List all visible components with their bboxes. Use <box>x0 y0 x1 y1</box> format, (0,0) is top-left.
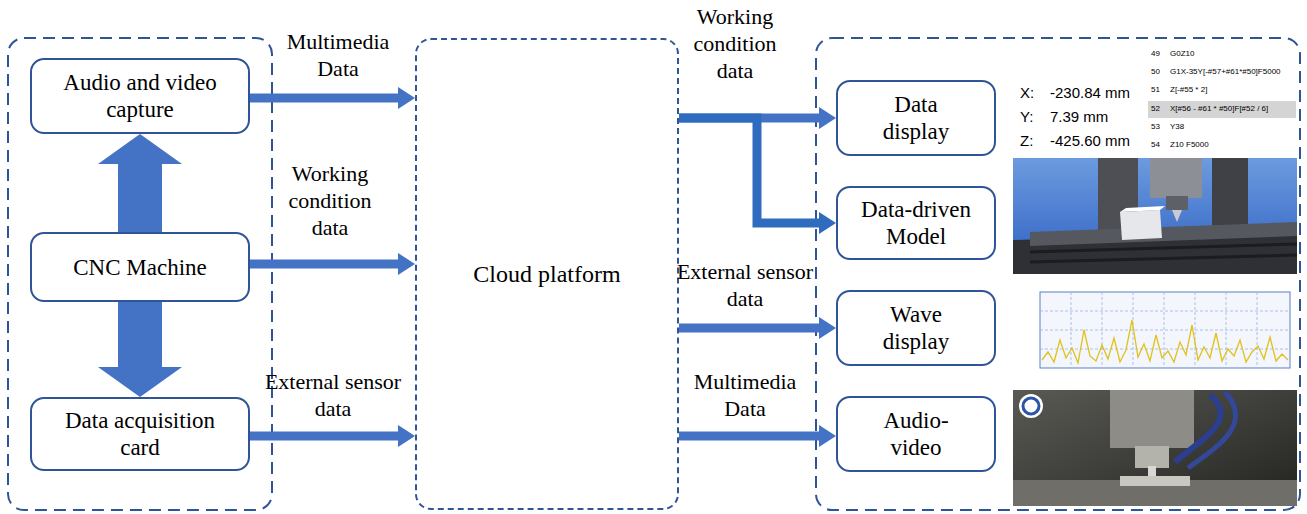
box-label: Data acquisition card <box>45 407 235 461</box>
platform-region: Cloud platform <box>415 38 679 510</box>
box-label: CNC Machine <box>73 254 207 281</box>
connector-shaft <box>679 118 820 223</box>
connector-shaft <box>250 432 399 441</box>
arrow-head <box>819 107 836 129</box>
box-label: Cloud platform <box>473 260 620 288</box>
readout-text: Y: <box>1020 108 1033 126</box>
connector <box>679 425 836 447</box>
connector-shaft <box>118 302 162 368</box>
gcode-text: 53 <box>1151 122 1160 132</box>
process-box: Audio-video <box>836 396 996 472</box>
gcode-text: 52 <box>1151 104 1160 114</box>
machine-model <box>1013 158 1297 274</box>
process-box: Audio and video capture <box>30 58 250 134</box>
arrow-head <box>98 367 182 397</box>
arrow-head <box>398 425 415 447</box>
gcode-text: 54 <box>1151 140 1160 150</box>
readout-text: 7.39 mm <box>1050 108 1108 126</box>
readout-text: Z: <box>1020 132 1033 150</box>
connector <box>250 87 415 109</box>
connector <box>98 302 182 397</box>
connector <box>679 118 836 234</box>
arrow-head <box>819 425 836 447</box>
edge-label: Working condition data <box>676 3 794 84</box>
gcode-text: G0Z10 <box>1170 49 1194 59</box>
connector <box>679 317 836 339</box>
gcode-text: 50 <box>1151 67 1160 77</box>
gcode-text: X[#56 - #61 * #50]F[#52 / 6] <box>1170 104 1268 114</box>
gcode-text: G1X-35Y[-#57+#61*#50]F5000 <box>1170 67 1281 77</box>
gcode-text: Z10 F5000 <box>1170 140 1209 150</box>
arrow-head <box>398 253 415 275</box>
gcode-text: Z[-#55 * 2] <box>1170 85 1207 95</box>
gcode-text: Y38 <box>1170 122 1184 132</box>
connector <box>250 425 415 447</box>
readout-text: X: <box>1020 84 1034 102</box>
edge-label: Multimedia Data <box>274 28 402 82</box>
arrow-head <box>819 212 836 234</box>
wave-chart <box>1013 285 1297 387</box>
box-label: Audio and video capture <box>45 69 235 123</box>
box-label: Data-driven Model <box>859 196 973 250</box>
connector-shaft <box>118 163 162 232</box>
arrow-head <box>98 134 182 164</box>
machine-photo <box>1013 390 1297 506</box>
box-label: Wave display <box>859 301 973 355</box>
connector-shaft <box>679 324 820 333</box>
readout-text: -425.60 mm <box>1050 132 1130 150</box>
edge-label: Multimedia Data <box>681 368 809 422</box>
edge-label: External sensor data <box>675 258 815 312</box>
process-box: Data-driven Model <box>836 186 996 260</box>
connector <box>98 134 182 232</box>
connector-shaft <box>250 260 399 269</box>
gcode-text: 51 <box>1151 85 1160 95</box>
gcode-text: 49 <box>1151 49 1160 59</box>
process-box: Data acquisition card <box>30 397 250 471</box>
box-label: Data display <box>859 91 973 145</box>
connector-shaft <box>679 432 820 441</box>
process-box: Wave display <box>836 290 996 366</box>
arrow-head <box>819 317 836 339</box>
box-label: Audio-video <box>859 407 973 461</box>
edge-label: Working condition data <box>271 160 389 241</box>
readout-panel <box>1010 46 1297 156</box>
group-outline <box>816 38 1300 510</box>
connector-shaft <box>250 94 399 103</box>
readout-text: -230.84 mm <box>1050 84 1130 102</box>
group-outline <box>8 38 272 510</box>
arrow-head <box>398 87 415 109</box>
edge-label: External sensor data <box>263 368 403 422</box>
process-box: CNC Machine <box>30 232 250 302</box>
process-box: Data display <box>836 80 996 156</box>
connector <box>250 253 415 275</box>
